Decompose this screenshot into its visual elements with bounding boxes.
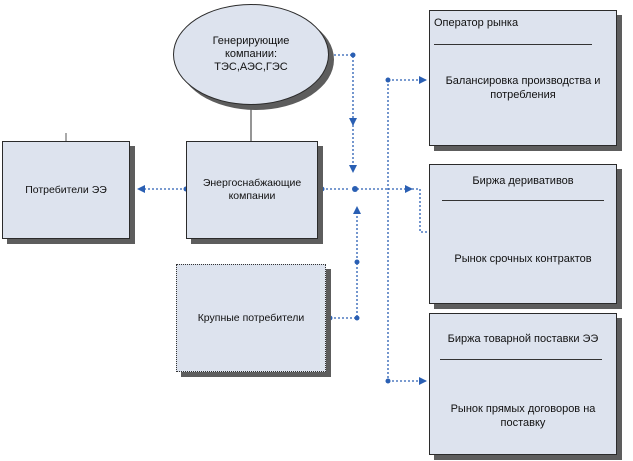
generators-line-1: Генерирующие [212,35,290,47]
large-consumers-node: Крупные потребители [176,264,326,372]
derivatives-exchange-node: Биржа деривативов Рынок срочных контракт… [429,164,617,304]
derivatives-exchange-title: Биржа деривативов [472,175,574,187]
commodity-exchange-body: Рынок прямых договоров на поставку [450,403,596,429]
market-operator-divider [434,44,592,45]
supply-companies-node: Энергоснабжающие компании [186,141,318,239]
commodity-exchange-divider [440,359,602,360]
commodity-exchange-node: Биржа товарной поставки ЭЭ Рынок прямых … [429,313,617,455]
market-operator-title: Оператор рынка [434,17,519,29]
market-operator-node: Оператор рынка Балансировка производства… [429,10,617,146]
market-operator-body: Балансировка производства и потребления [445,75,601,101]
supply-line-2: компании [228,190,276,202]
generating-companies-node: Генерирующие компании: ТЭС,АЭС,ГЭС [173,4,329,105]
large-consumers-label: Крупные потребители [197,311,305,324]
consumers-node: Потребители ЭЭ [2,141,130,239]
consumers-label: Потребители ЭЭ [25,183,107,196]
commodity-exchange-title: Биржа товарной поставки ЭЭ [447,333,599,345]
supply-line-1: Энергоснабжающие [202,177,302,189]
derivatives-exchange-divider [442,200,604,201]
generators-line-3: ТЭС,АЭС,ГЭС [214,61,288,73]
generators-line-2: компании: [224,48,278,60]
derivatives-exchange-body: Рынок срочных контрактов [454,253,592,265]
